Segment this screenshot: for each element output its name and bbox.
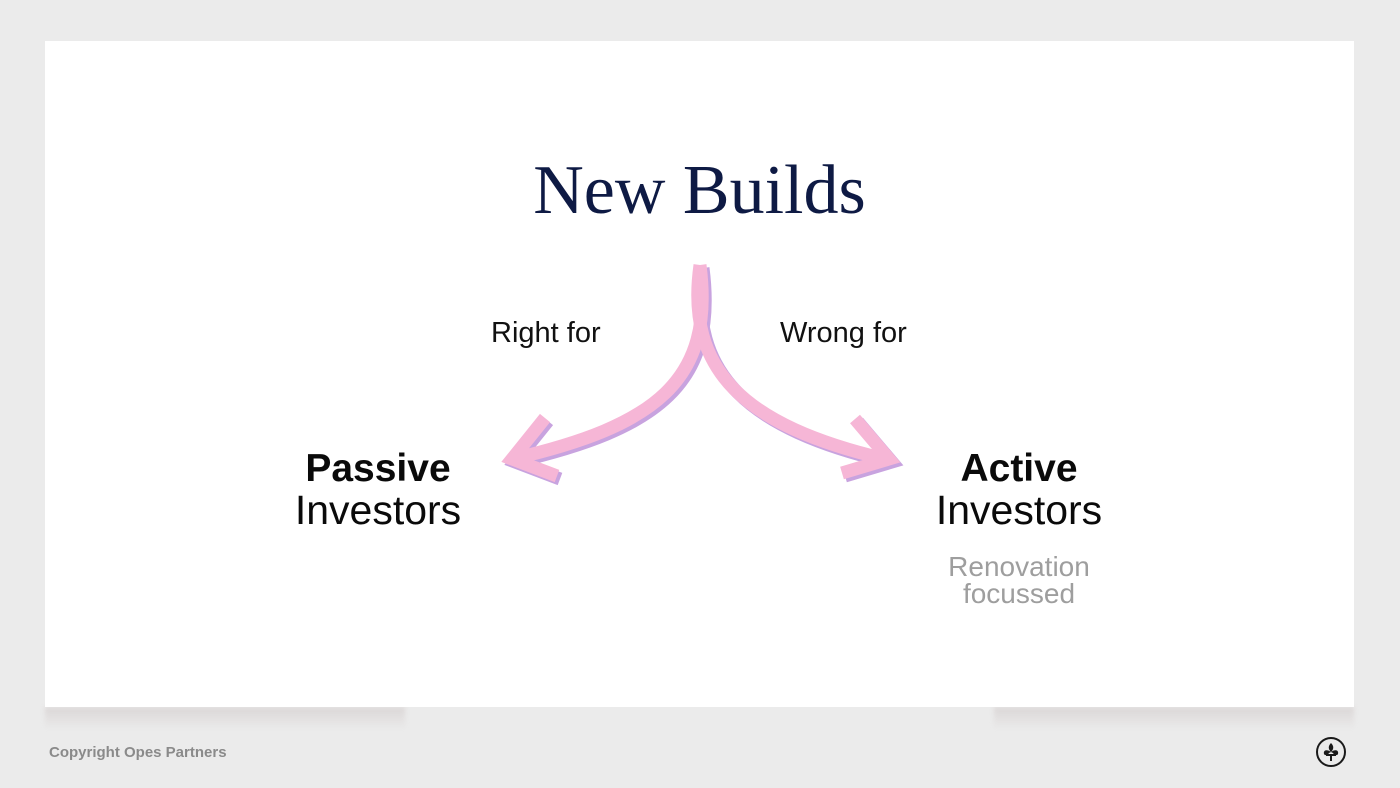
passive-investors-node: Passive Investors — [248, 449, 508, 531]
slide-shadow-right — [994, 707, 1354, 729]
right-for-label: Right for — [491, 317, 601, 349]
passive-label: Passive — [305, 447, 451, 490]
active-label: Active — [960, 447, 1078, 490]
slide: New Builds Right for Wrong for Passive I… — [45, 41, 1354, 707]
arrow-main — [501, 264, 901, 483]
note-line-2: focussed — [962, 578, 1076, 609]
fleur-de-lis-icon — [1316, 737, 1346, 767]
active-investors-node: Active Investors — [889, 449, 1149, 531]
copyright-footer: Copyright Opes Partners — [49, 744, 227, 761]
note-line-1: Renovation — [948, 551, 1090, 582]
wrong-for-label: Wrong for — [780, 317, 907, 349]
left-arrowhead — [501, 413, 560, 483]
slide-title: New Builds — [533, 152, 866, 229]
right-arrowhead — [840, 414, 901, 480]
active-investors-label: Investors — [935, 487, 1103, 533]
right-branch-arrow — [691, 264, 887, 466]
renovation-note: Renovation focussed — [889, 551, 1149, 609]
branch-arrows — [501, 264, 904, 486]
passive-investors-label: Investors — [294, 487, 462, 533]
slide-shadow-left — [45, 707, 405, 729]
